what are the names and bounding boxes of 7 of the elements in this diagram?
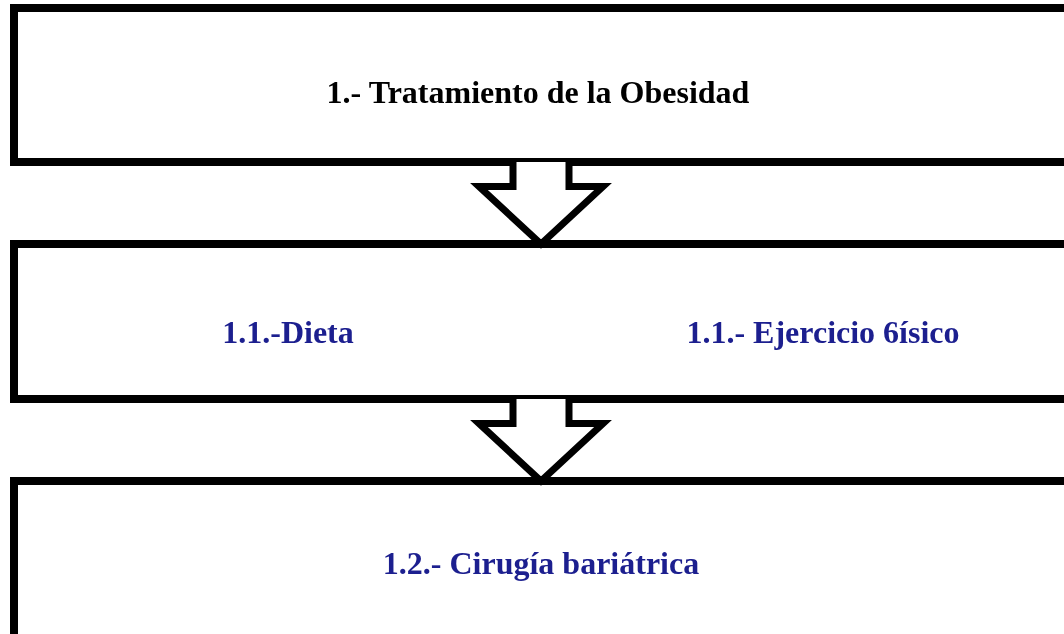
text-box xyxy=(10,477,1064,634)
text-box xyxy=(10,4,1064,166)
box-label: 1.2.- Cirugía bariátrica xyxy=(382,544,700,582)
text-box xyxy=(10,240,1064,403)
box-label: 1.- Tratamiento de la Obesidad xyxy=(326,73,750,111)
box-label: 1.1.-Dieta xyxy=(222,313,354,351)
box-label: 1.1.- Ejercicio 6ísico xyxy=(686,313,960,351)
